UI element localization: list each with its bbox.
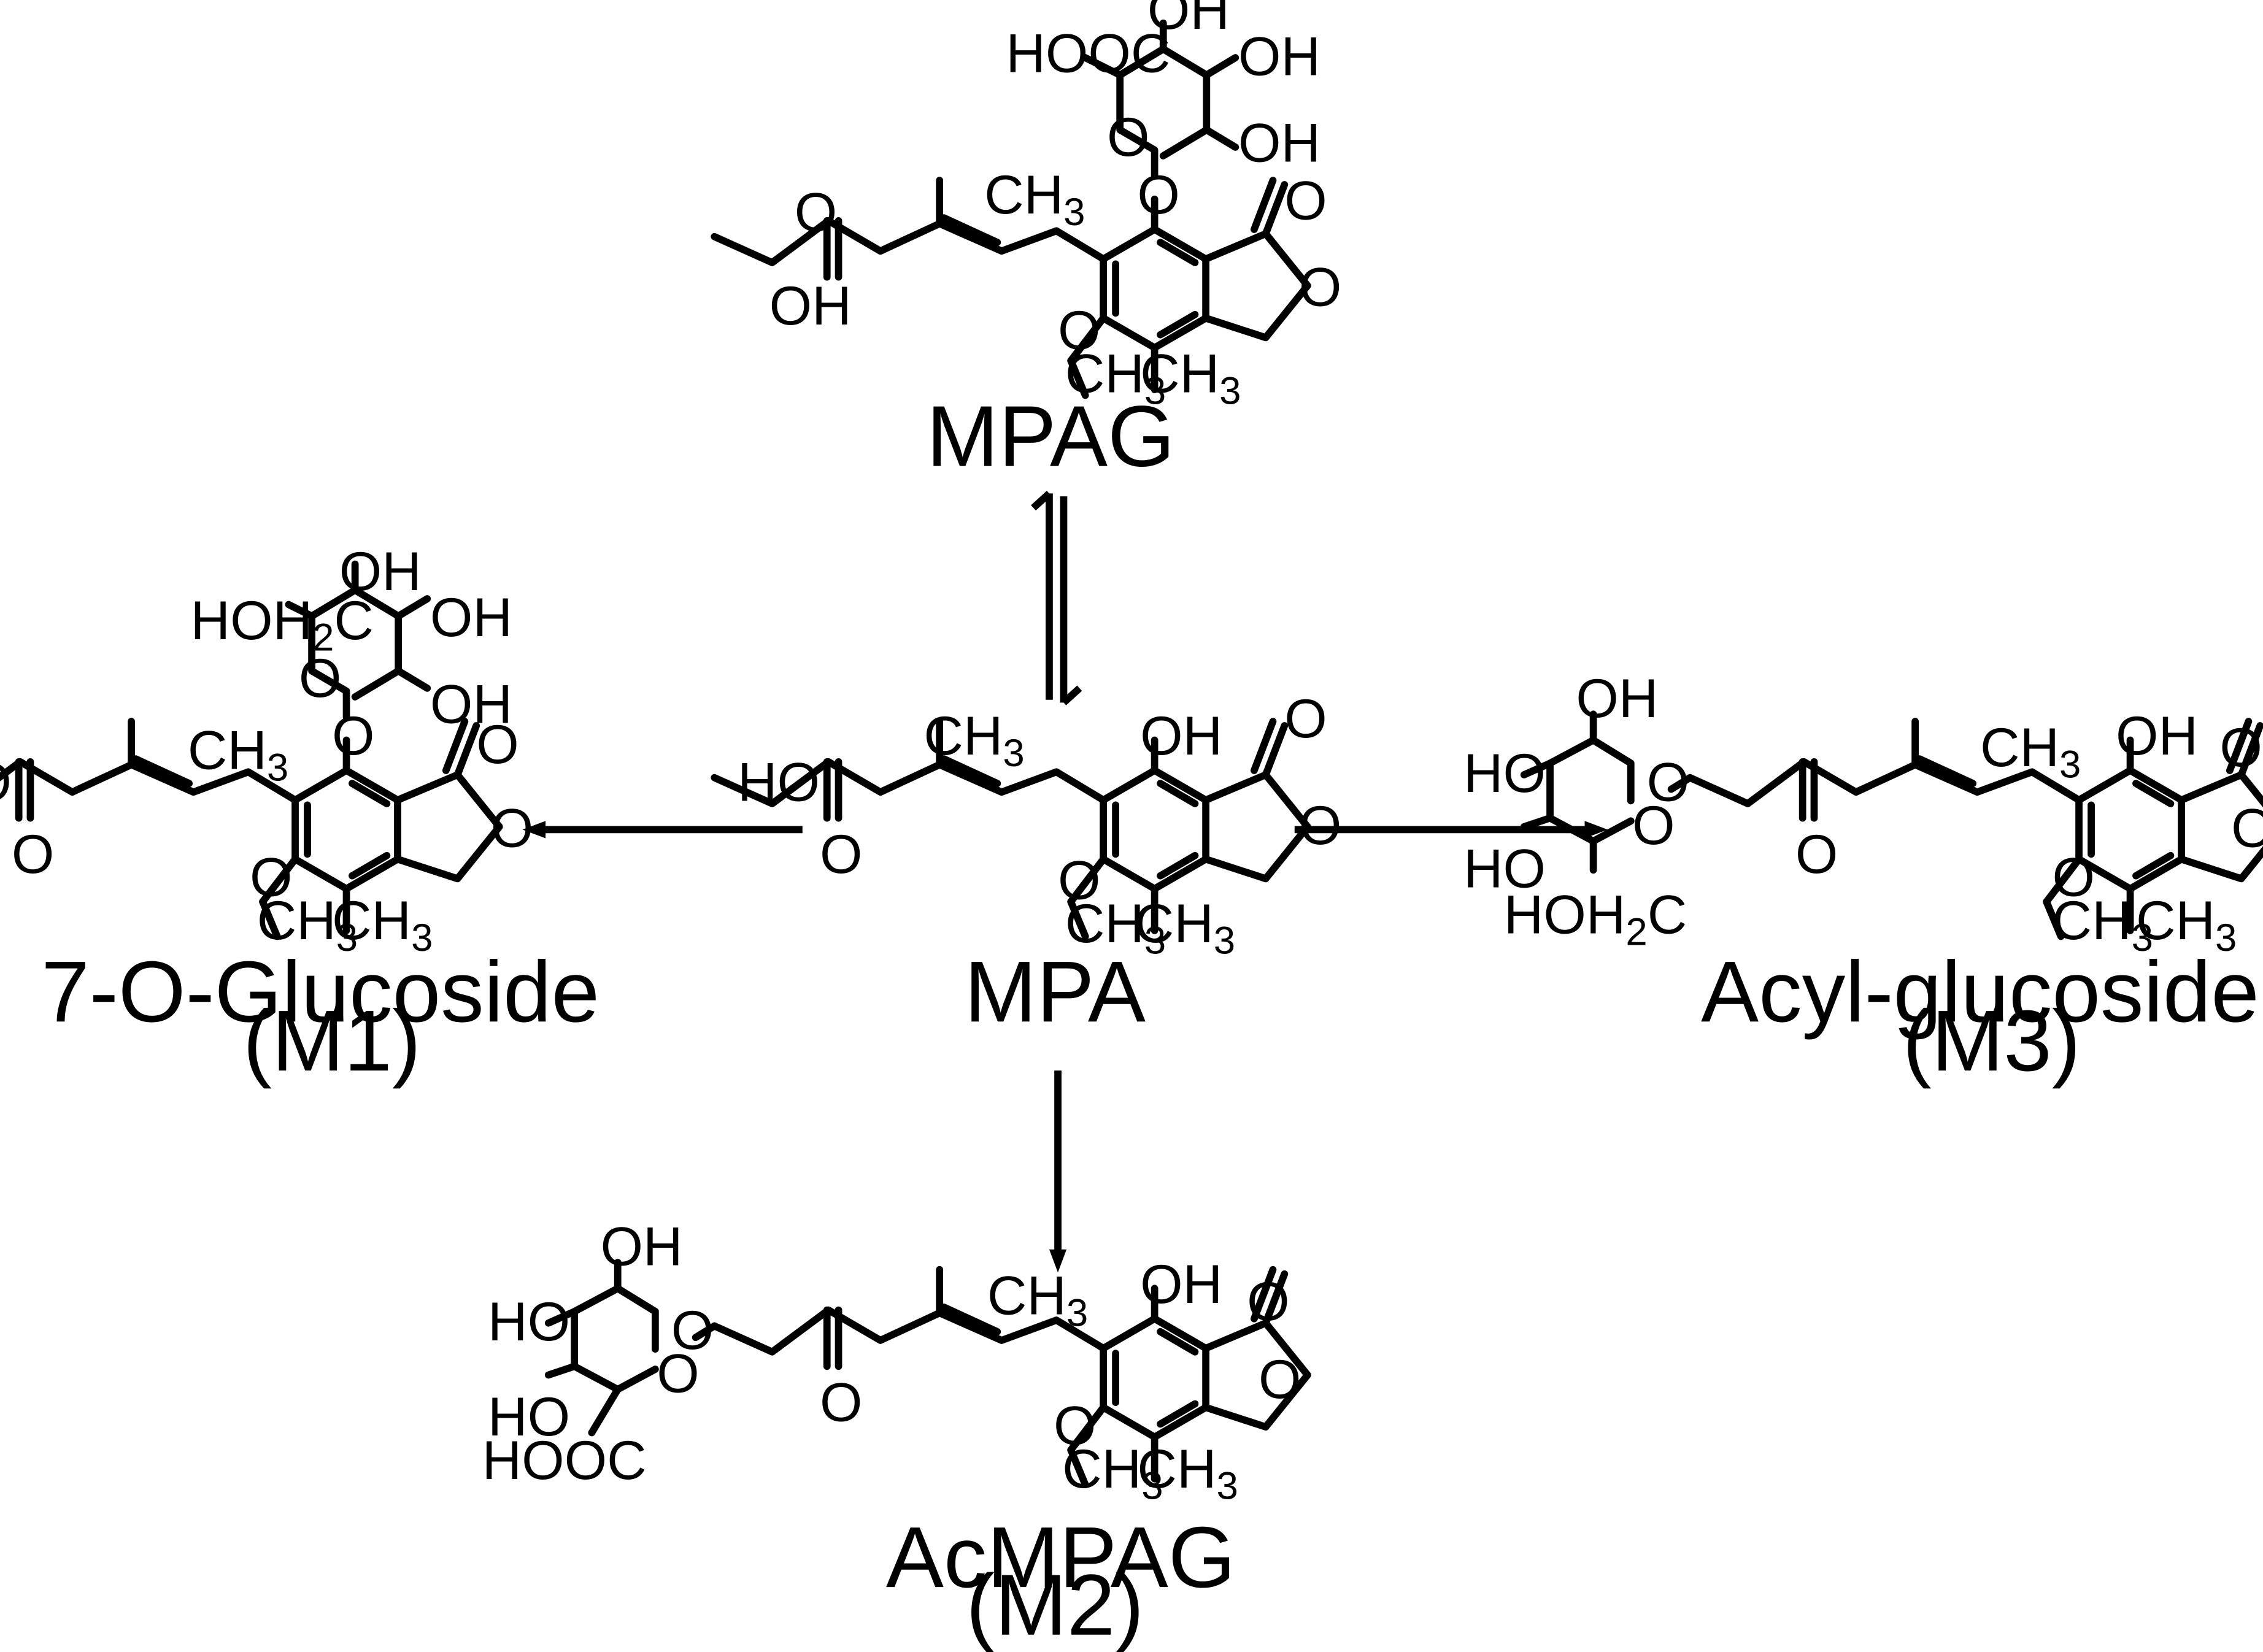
atom-o: O (1054, 1394, 1097, 1456)
compound-label-m2: AcMPAG (886, 1508, 1236, 1605)
atom-ho: HO (738, 751, 820, 812)
atom-oh: OH (1238, 112, 1320, 173)
atom-o: O (476, 713, 519, 775)
atom-ch3: CH3 (923, 705, 1024, 775)
atom-hooc: HOOC (1006, 23, 1170, 84)
atom-o: O (1247, 1270, 1290, 1332)
atom-o: O (1299, 794, 1342, 856)
arrow-mpa-to-m2 (1049, 1070, 1067, 1273)
atom-oh: OH (600, 1216, 682, 1277)
atom-hoh2c: HOH2C (191, 590, 374, 659)
atom-o: O (2219, 717, 2262, 778)
atom-ho: HO (488, 1386, 570, 1447)
atom-o: O (657, 1343, 700, 1404)
atom-ho: HO (488, 1291, 570, 1352)
atom-o: O (1795, 823, 1838, 885)
atom-oh: OH (2116, 705, 2198, 766)
atom-o: O (1284, 169, 1327, 231)
atom-oh: OH (1576, 667, 1658, 729)
atom-ch3: CH3 (1065, 893, 1166, 962)
atom-ch3: CH3 (2136, 889, 2237, 959)
atom-ch3: CH3 (984, 164, 1085, 234)
compound-m3: O OH O O O CH3 CH3 CH3 O O OH HO HO HOH2… (1463, 667, 2263, 959)
atom-o: O (299, 647, 342, 709)
atom-oh: OH (1140, 705, 1222, 766)
arrow-equilibrium-mpa-mpag (1031, 491, 1082, 705)
atom-o: O (1284, 688, 1327, 749)
atom-o: O (1058, 849, 1101, 910)
compound-code-m2: (M2) (966, 1556, 1144, 1652)
atom-oh: OH (1147, 0, 1230, 40)
compound-label-mpag: MPAG (927, 388, 1175, 485)
atom-o: O (1107, 106, 1150, 167)
atom-ch3: CH3 (1065, 343, 1166, 413)
atom-o: O (2231, 797, 2263, 859)
atom-hooc: HOOC (482, 1429, 647, 1491)
atom-ch3: CH3 (188, 720, 288, 790)
atom-o: O (491, 797, 534, 859)
compound-mpag: O OH O O O O CH3 CH3 CH3 O HOOC OH OH OH (714, 0, 1341, 413)
atom-o: O (1647, 751, 1690, 812)
atom-ch3: CH3 (1062, 1438, 1163, 1508)
compound-code-m1: (M1) (243, 992, 421, 1089)
atom-o: O (1632, 794, 1675, 856)
atom-ch3: CH3 (332, 889, 433, 959)
atom-o: O (820, 1372, 863, 1433)
atom-o: O (1137, 164, 1180, 225)
arrow-mpa-to-m1 (522, 821, 803, 839)
atom-oh: OH (769, 275, 852, 336)
compound-code-m3: (M3) (1903, 992, 2081, 1089)
atom-ch3: CH3 (1980, 717, 2081, 786)
atom-o: O (1058, 299, 1101, 361)
compound-label-m3: Acyl-glucoside (1701, 943, 2259, 1040)
atom-ch3: CH3 (2053, 889, 2153, 959)
atom-hoh2c: HOH2C (1504, 884, 1687, 954)
atom-o: O (795, 181, 838, 242)
atom-oh: OH (1140, 1253, 1222, 1315)
atom-ho: HO (1463, 742, 1546, 804)
atom-ch3: CH3 (1135, 893, 1235, 962)
atom-o: O (250, 847, 293, 908)
atom-o: O (12, 823, 55, 885)
atom-o: O (332, 705, 375, 766)
compound-mpa: O HO OH O O O CH3 CH3 CH3 (714, 688, 1341, 962)
atom-o: O (820, 823, 863, 885)
atom-oh: OH (339, 540, 422, 602)
compound-label-m1: 7-O-Glucoside (41, 943, 599, 1040)
atom-o: O (1259, 1348, 1301, 1410)
atom-ch3: CH3 (987, 1265, 1088, 1335)
atom-o: O (1299, 256, 1342, 318)
compound-label-mpa: MPA (965, 943, 1146, 1040)
atom-oh: OH (430, 586, 512, 648)
atom-o: O (2053, 847, 2095, 908)
atom-ho: HO (0, 751, 12, 812)
atom-o: O (671, 1299, 714, 1361)
atom-ch3: CH3 (257, 889, 358, 959)
compound-m2: O OH O O O CH3 CH3 CH3 O O OH HO HO HOOC (482, 1216, 1308, 1508)
atom-oh: OH (430, 673, 512, 734)
atom-ch3: CH3 (1140, 343, 1241, 413)
arrow-mpa-to-m3 (1294, 821, 1608, 839)
atom-oh: OH (1238, 25, 1320, 86)
atom-ho: HO (1463, 837, 1546, 899)
atom-ch3: CH3 (1137, 1438, 1238, 1508)
compound-m1: O HO O O O O CH3 CH3 CH3 O HOH2C OH OH O… (0, 540, 533, 959)
